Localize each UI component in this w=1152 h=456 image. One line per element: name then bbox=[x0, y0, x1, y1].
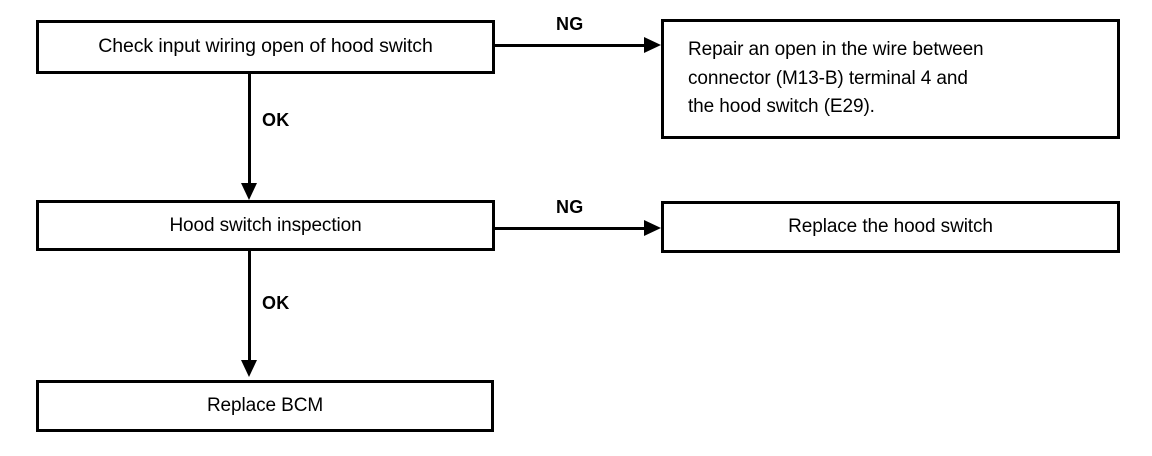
arrow-right-icon bbox=[644, 37, 661, 53]
node-repair-open-wire-label: Repair an open in the wire between conne… bbox=[688, 38, 984, 118]
edge-inspection-to-bcm-line bbox=[248, 251, 251, 363]
node-hood-switch-inspection[interactable]: Hood switch inspection bbox=[36, 200, 495, 251]
node-hood-switch-inspection-label: Hood switch inspection bbox=[169, 214, 362, 236]
node-check-input-wiring-label: Check input wiring open of hood switch bbox=[98, 35, 433, 58]
node-replace-hood-switch-label: Replace the hood switch bbox=[788, 216, 993, 238]
edge-check-to-inspection-line bbox=[248, 74, 251, 186]
node-replace-hood-switch[interactable]: Replace the hood switch bbox=[661, 201, 1120, 253]
edge-inspection-to-replace-switch-line bbox=[495, 227, 644, 230]
edge-check-to-repair-line bbox=[495, 44, 644, 47]
node-repair-open-wire[interactable]: Repair an open in the wire between conne… bbox=[661, 19, 1120, 139]
node-replace-bcm-label: Replace BCM bbox=[206, 395, 324, 417]
node-replace-bcm[interactable]: Replace BCM bbox=[36, 380, 494, 432]
arrow-right-icon bbox=[644, 220, 661, 236]
node-check-input-wiring[interactable]: Check input wiring open of hood switch bbox=[36, 20, 495, 74]
arrow-down-icon bbox=[241, 183, 257, 200]
edge-label-ng-inspection-to-replace-switch: NG bbox=[556, 197, 584, 217]
arrow-down-icon bbox=[241, 360, 257, 377]
edge-label-ok-inspection-to-bcm: OK bbox=[262, 293, 290, 313]
edge-label-ok-check-to-inspection: OK bbox=[262, 110, 290, 130]
edge-label-ng-check-to-repair: NG bbox=[556, 14, 584, 34]
